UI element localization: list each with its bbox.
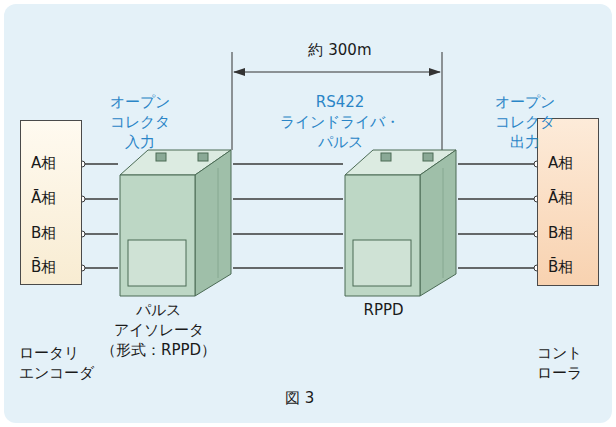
unit-side <box>195 150 231 296</box>
unit-front <box>120 175 195 296</box>
terminal-block <box>198 153 208 161</box>
phase-label: Ā相 <box>31 188 56 208</box>
unit-side <box>420 150 456 296</box>
wire <box>233 233 343 234</box>
signal-wires <box>79 161 118 271</box>
wire <box>458 267 537 268</box>
front-window <box>353 240 411 286</box>
wire <box>233 198 343 199</box>
phase-label: B相 <box>31 223 56 243</box>
side-ridge <box>443 168 444 278</box>
phase-label: A相 <box>548 153 573 173</box>
figure-caption: 図 3 <box>285 388 314 408</box>
phase-label: Ā相 <box>548 188 573 208</box>
node-caption: RPPD <box>320 300 448 320</box>
terminal-box: A相Ā相B相B̄相コント ローラ <box>537 118 599 286</box>
signal-note: オープン コレクタ 出力 <box>485 92 565 152</box>
phase-label: B相 <box>548 223 573 243</box>
wire <box>82 163 118 164</box>
isolator-unit <box>343 148 458 298</box>
device-node: パルス アイソレータ （形式：RPPD） <box>118 148 233 298</box>
wire <box>458 198 537 199</box>
background-panel <box>4 4 612 423</box>
side-ridge <box>218 168 219 278</box>
dimension-arrowhead <box>233 68 245 76</box>
terminal-block <box>423 153 433 161</box>
signal-wires <box>233 164 343 268</box>
signal-note: オープン コレクタ 入力 <box>100 92 180 152</box>
extension-line <box>232 52 233 150</box>
wire <box>82 267 118 268</box>
wire <box>82 198 118 199</box>
wire <box>233 267 343 268</box>
wire <box>458 163 537 164</box>
signal-note: RS422 ラインドライバ・ パルス <box>276 92 404 152</box>
terminal-block <box>156 153 166 161</box>
signal-wires <box>458 161 540 271</box>
dimension-label: 約 300m <box>300 40 380 60</box>
wire <box>233 163 343 164</box>
dimension-arrowhead <box>429 68 441 76</box>
front-window <box>128 240 186 286</box>
dimension-line <box>234 72 440 73</box>
unit-front <box>345 175 420 296</box>
isolator-unit <box>118 148 233 298</box>
phase-label: A相 <box>31 153 56 173</box>
extension-line <box>442 52 443 150</box>
terminal-box: A相Ā相B相B̄相ロータリ エンコーダ <box>20 120 82 285</box>
phase-label: B̄相 <box>31 257 56 277</box>
device-node: RPPD <box>343 148 458 298</box>
node-caption: ロータリ エンコーダ <box>19 343 103 383</box>
phase-label: B̄相 <box>548 257 573 277</box>
node-caption: コント ローラ <box>537 343 601 383</box>
node-caption: パルス アイソレータ （形式：RPPD） <box>95 300 223 360</box>
terminal-block <box>381 153 391 161</box>
wire <box>458 233 537 234</box>
wire <box>82 233 118 234</box>
